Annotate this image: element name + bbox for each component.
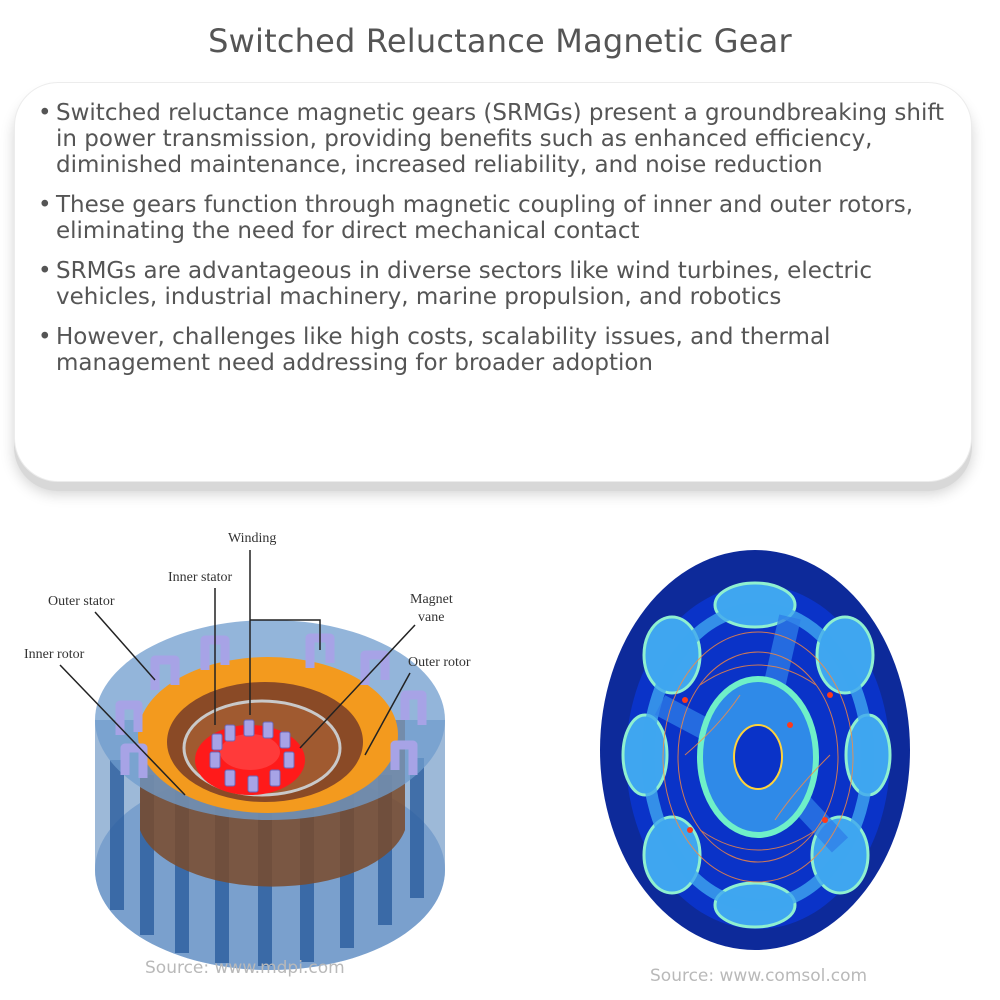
bullet-text: However, challenges like high costs, sca… (56, 324, 831, 376)
label-magnet: Magnet (410, 592, 453, 607)
rotor-hub (733, 724, 783, 790)
bullet-marker: • (38, 100, 52, 126)
bullet-text: These gears function through magnetic co… (56, 192, 914, 244)
page-title: Switched Reluctance Magnetic Gear (208, 22, 792, 60)
label-outer-stator: Outer stator (48, 594, 115, 609)
bullet-marker: • (38, 258, 52, 284)
left-figure-source: Source: www.mdpi.com (145, 958, 345, 978)
label-winding: Winding (228, 531, 276, 546)
bullet-text: Switched reluctance magnetic gears (SRMG… (56, 100, 945, 178)
label-outer-rotor: Outer rotor (408, 655, 471, 670)
hotspots (682, 692, 833, 833)
bullet-item: • SRMGs are advantageous in diverse sect… (38, 258, 968, 310)
inner-core-top (220, 734, 280, 770)
bullet-item: • Switched reluctance magnetic gears (SR… (38, 100, 968, 178)
bullet-list: • Switched reluctance magnetic gears (SR… (38, 100, 968, 390)
bullet-marker: • (38, 192, 52, 218)
bullet-marker: • (38, 324, 52, 350)
bullet-item: • These gears function through magnetic … (38, 192, 968, 244)
magnetic-field-simulation (600, 550, 910, 950)
summary-card (14, 82, 972, 482)
field-lines (662, 631, 854, 883)
gear-cutaway-diagram: Winding Inner stator Outer stator Magnet… (24, 531, 471, 970)
bullet-item: • However, challenges like high costs, s… (38, 324, 968, 376)
leader-lines (59, 550, 416, 796)
label-inner-stator: Inner stator (168, 570, 232, 585)
label-inner-rotor: Inner rotor (24, 647, 85, 662)
label-vane: vane (418, 610, 444, 625)
bullet-text: SRMGs are advantageous in diverse sector… (56, 258, 873, 310)
inner-stator-teeth (209, 719, 295, 793)
right-figure-source: Source: www.comsol.com (650, 966, 868, 986)
outer-ring (642, 603, 874, 911)
